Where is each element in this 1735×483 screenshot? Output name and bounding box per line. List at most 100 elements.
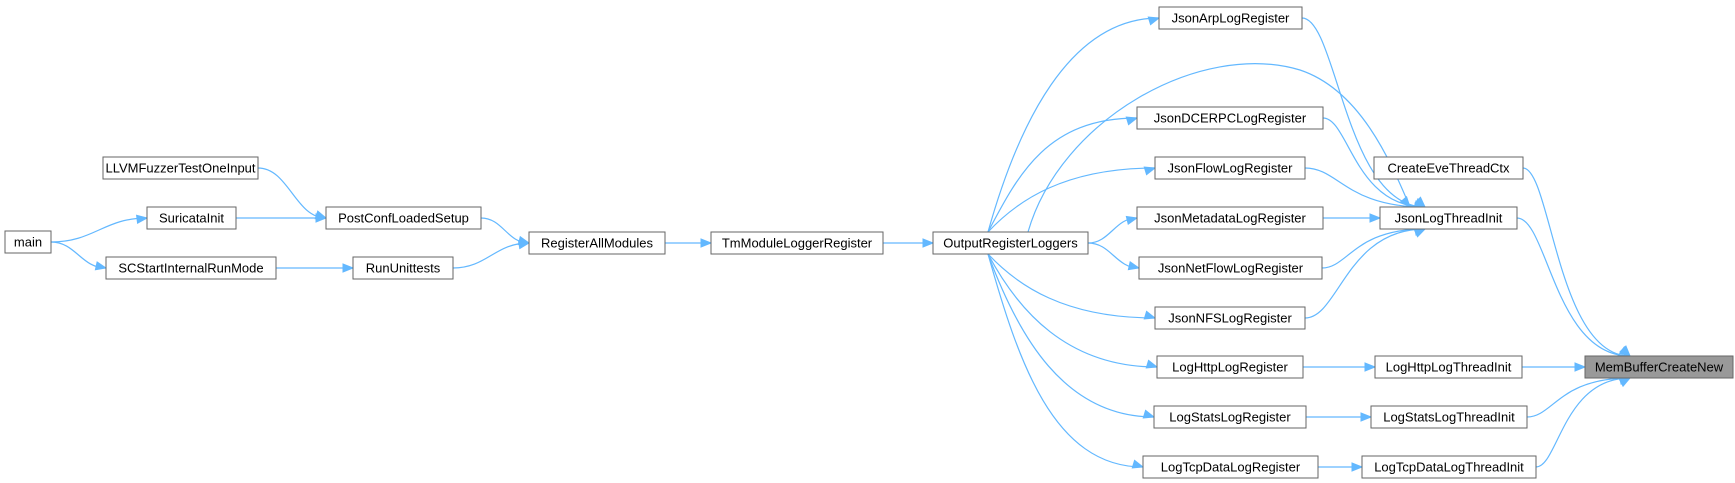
- node-box-rununittests[interactable]: [352, 256, 454, 280]
- node-box-jsonarp[interactable]: [1158, 6, 1303, 30]
- edge-jsonarp-to-jsonlogthread: [1301, 17, 1426, 208]
- edge-outputreg-to-logstatsreg-arrowhead: [1142, 409, 1156, 419]
- node-box-logstatsthread[interactable]: [1370, 405, 1528, 429]
- node-logtcpthread[interactable]: LogTcpDataLogThreadInit: [1361, 455, 1537, 479]
- edge-outputreg-to-jsonnetflow-arrowhead: [1127, 261, 1141, 271]
- edge-jsondcerpc-to-jsonlogthread: [1322, 117, 1426, 208]
- node-jsonmeta[interactable]: JsonMetadataLogRegister: [1136, 206, 1324, 230]
- edge-outputreg-to-logtcpreg-arrowhead: [1131, 459, 1145, 469]
- node-box-llvm[interactable]: [102, 156, 259, 180]
- node-box-scstart[interactable]: [105, 256, 277, 280]
- node-label-jsonflow: JsonFlowLogRegister: [1167, 161, 1293, 176]
- node-box-tmmodule[interactable]: [710, 231, 884, 255]
- edge-outputreg-to-jsonmeta-arrowhead: [1125, 215, 1139, 226]
- node-box-logtcpreg[interactable]: [1142, 455, 1319, 479]
- node-jsonnfs[interactable]: JsonNFSLogRegister: [1154, 306, 1306, 330]
- edge-main-to-suricatainit: [50, 217, 148, 243]
- node-jsonarp[interactable]: JsonArpLogRegister: [1158, 6, 1303, 30]
- edge-outputreg-to-jsonflow: [987, 167, 1156, 233]
- node-label-membuffer: MemBufferCreateNew: [1595, 360, 1724, 375]
- nodes-layer: main LLVMFuzzerTestOneInputSuricataInitSC…: [4, 6, 1734, 479]
- node-box-jsonmeta[interactable]: [1136, 206, 1324, 230]
- node-outputreg[interactable]: OutputRegisterLoggers: [932, 231, 1089, 255]
- node-tmmodule[interactable]: TmModuleLoggerRegister: [710, 231, 884, 255]
- node-box-registerall[interactable]: [528, 231, 666, 255]
- node-box-loghttpthread[interactable]: [1374, 355, 1523, 379]
- node-loghttpthread[interactable]: LogHttpLogThreadInit: [1374, 355, 1523, 379]
- edge-jsonflow-to-jsonlogthread: [1304, 167, 1426, 208]
- node-label-loghttpthread: LogHttpLogThreadInit: [1386, 360, 1512, 375]
- edge-suricatainit-to-postconf-arrowhead: [315, 213, 328, 223]
- node-box-logtcpthread[interactable]: [1361, 455, 1537, 479]
- node-label-postconf: PostConfLoadedSetup: [338, 211, 469, 226]
- edge-main-to-suricatainit-arrowhead: [135, 214, 149, 224]
- node-box-jsonlogthread[interactable]: [1379, 206, 1518, 230]
- node-label-logtcpthread: LogTcpDataLogThreadInit: [1374, 460, 1524, 475]
- node-label-jsonarp: JsonArpLogRegister: [1172, 11, 1290, 26]
- node-label-scstart: SCStartInternalRunMode: [118, 261, 263, 276]
- node-label-main: main: [14, 235, 42, 250]
- edge-jsonlogthread-to-membuffer: [1516, 217, 1631, 357]
- node-jsondcerpc[interactable]: JsonDCERPCLogRegister: [1136, 106, 1324, 130]
- node-logtcpreg[interactable]: LogTcpDataLogRegister: [1142, 455, 1319, 479]
- node-registerall[interactable]: RegisterAllModules: [528, 231, 666, 255]
- node-label-loghttpreg: LogHttpLogRegister: [1172, 360, 1288, 375]
- node-box-loghttpreg[interactable]: [1156, 355, 1304, 379]
- edge-registerall-to-tmmodule-arrowhead: [700, 238, 713, 248]
- node-box-createeve[interactable]: [1373, 156, 1524, 180]
- node-label-jsonlogthread: JsonLogThreadInit: [1395, 211, 1503, 226]
- edge-logtcpthread-to-membuffer: [1535, 377, 1631, 468]
- edge-llvm-to-postconf: [257, 167, 327, 219]
- edge-rununittests-to-registerall-arrowhead: [517, 239, 531, 250]
- node-scstart[interactable]: SCStartInternalRunMode: [105, 256, 277, 280]
- node-label-jsonmeta: JsonMetadataLogRegister: [1154, 211, 1306, 226]
- edge-rununittests-to-registerall: [452, 242, 530, 269]
- node-box-main[interactable]: [4, 230, 52, 254]
- edge-outputreg-to-jsonarp-arrowhead: [1147, 16, 1161, 26]
- node-logstatsthread[interactable]: LogStatsLogThreadInit: [1370, 405, 1528, 429]
- node-label-jsonnfs: JsonNFSLogRegister: [1168, 311, 1292, 326]
- edge-outputreg-to-jsondcerpc-arrowhead: [1125, 116, 1139, 126]
- edge-outputreg-to-jsonarp: [987, 17, 1160, 233]
- node-rununittests[interactable]: RunUnittests: [352, 256, 454, 280]
- node-label-logstatsreg: LogStatsLogRegister: [1169, 410, 1291, 425]
- edge-jsonnetflow-to-jsonlogthread: [1321, 228, 1426, 269]
- edge-main-to-scstart-arrowhead: [94, 261, 108, 271]
- node-box-postconf[interactable]: [325, 206, 482, 230]
- node-logstatsreg[interactable]: LogStatsLogRegister: [1153, 405, 1307, 429]
- node-box-jsondcerpc[interactable]: [1136, 106, 1324, 130]
- edge-outputreg-to-jsonlogthread: [1027, 63, 1411, 233]
- edge-createeve-to-membuffer: [1522, 167, 1631, 357]
- node-label-jsonnetflow: JsonNetFlowLogRegister: [1158, 261, 1304, 276]
- node-box-jsonnetflow[interactable]: [1138, 256, 1323, 280]
- node-jsonnetflow[interactable]: JsonNetFlowLogRegister: [1138, 256, 1323, 280]
- edge-loghttpreg-to-loghttpthread-arrowhead: [1364, 362, 1377, 372]
- edge-jsonlogthread-to-membuffer-arrowhead: [1618, 345, 1632, 357]
- node-suricatainit[interactable]: SuricataInit: [146, 206, 237, 230]
- edge-tmmodule-to-outputreg-arrowhead: [922, 238, 935, 248]
- node-box-jsonflow[interactable]: [1154, 156, 1306, 180]
- node-label-tmmodule: TmModuleLoggerRegister: [722, 236, 873, 251]
- node-jsonflow[interactable]: JsonFlowLogRegister: [1154, 156, 1306, 180]
- edges-layer: [50, 16, 1632, 472]
- node-membuffer[interactable]: MemBufferCreateNew: [1584, 355, 1734, 379]
- node-box-logstatsreg[interactable]: [1153, 405, 1307, 429]
- node-postconf[interactable]: PostConfLoadedSetup: [325, 206, 482, 230]
- node-jsonlogthread[interactable]: JsonLogThreadInit: [1379, 206, 1518, 230]
- edge-logstatsthread-to-membuffer: [1526, 377, 1631, 418]
- node-label-logtcpreg: LogTcpDataLogRegister: [1161, 460, 1301, 475]
- node-label-logstatsthread: LogStatsLogThreadInit: [1383, 410, 1515, 425]
- node-llvm[interactable]: LLVMFuzzerTestOneInput: [102, 156, 259, 180]
- edge-outputreg-to-logtcpreg: [987, 253, 1144, 468]
- node-label-llvm: LLVMFuzzerTestOneInput: [105, 161, 255, 176]
- node-box-suricatainit[interactable]: [146, 206, 237, 230]
- node-label-registerall: RegisterAllModules: [541, 236, 653, 251]
- node-box-outputreg[interactable]: [932, 231, 1089, 255]
- node-createeve[interactable]: CreateEveThreadCtx: [1373, 156, 1524, 180]
- node-box-membuffer[interactable]: [1584, 355, 1734, 379]
- edge-logtcpthread-to-membuffer-arrowhead: [1618, 377, 1632, 388]
- node-main[interactable]: main: [4, 230, 52, 254]
- node-loghttpreg[interactable]: LogHttpLogRegister: [1156, 355, 1304, 379]
- edge-outputreg-to-jsondcerpc: [987, 117, 1138, 233]
- node-box-jsonnfs[interactable]: [1154, 306, 1306, 330]
